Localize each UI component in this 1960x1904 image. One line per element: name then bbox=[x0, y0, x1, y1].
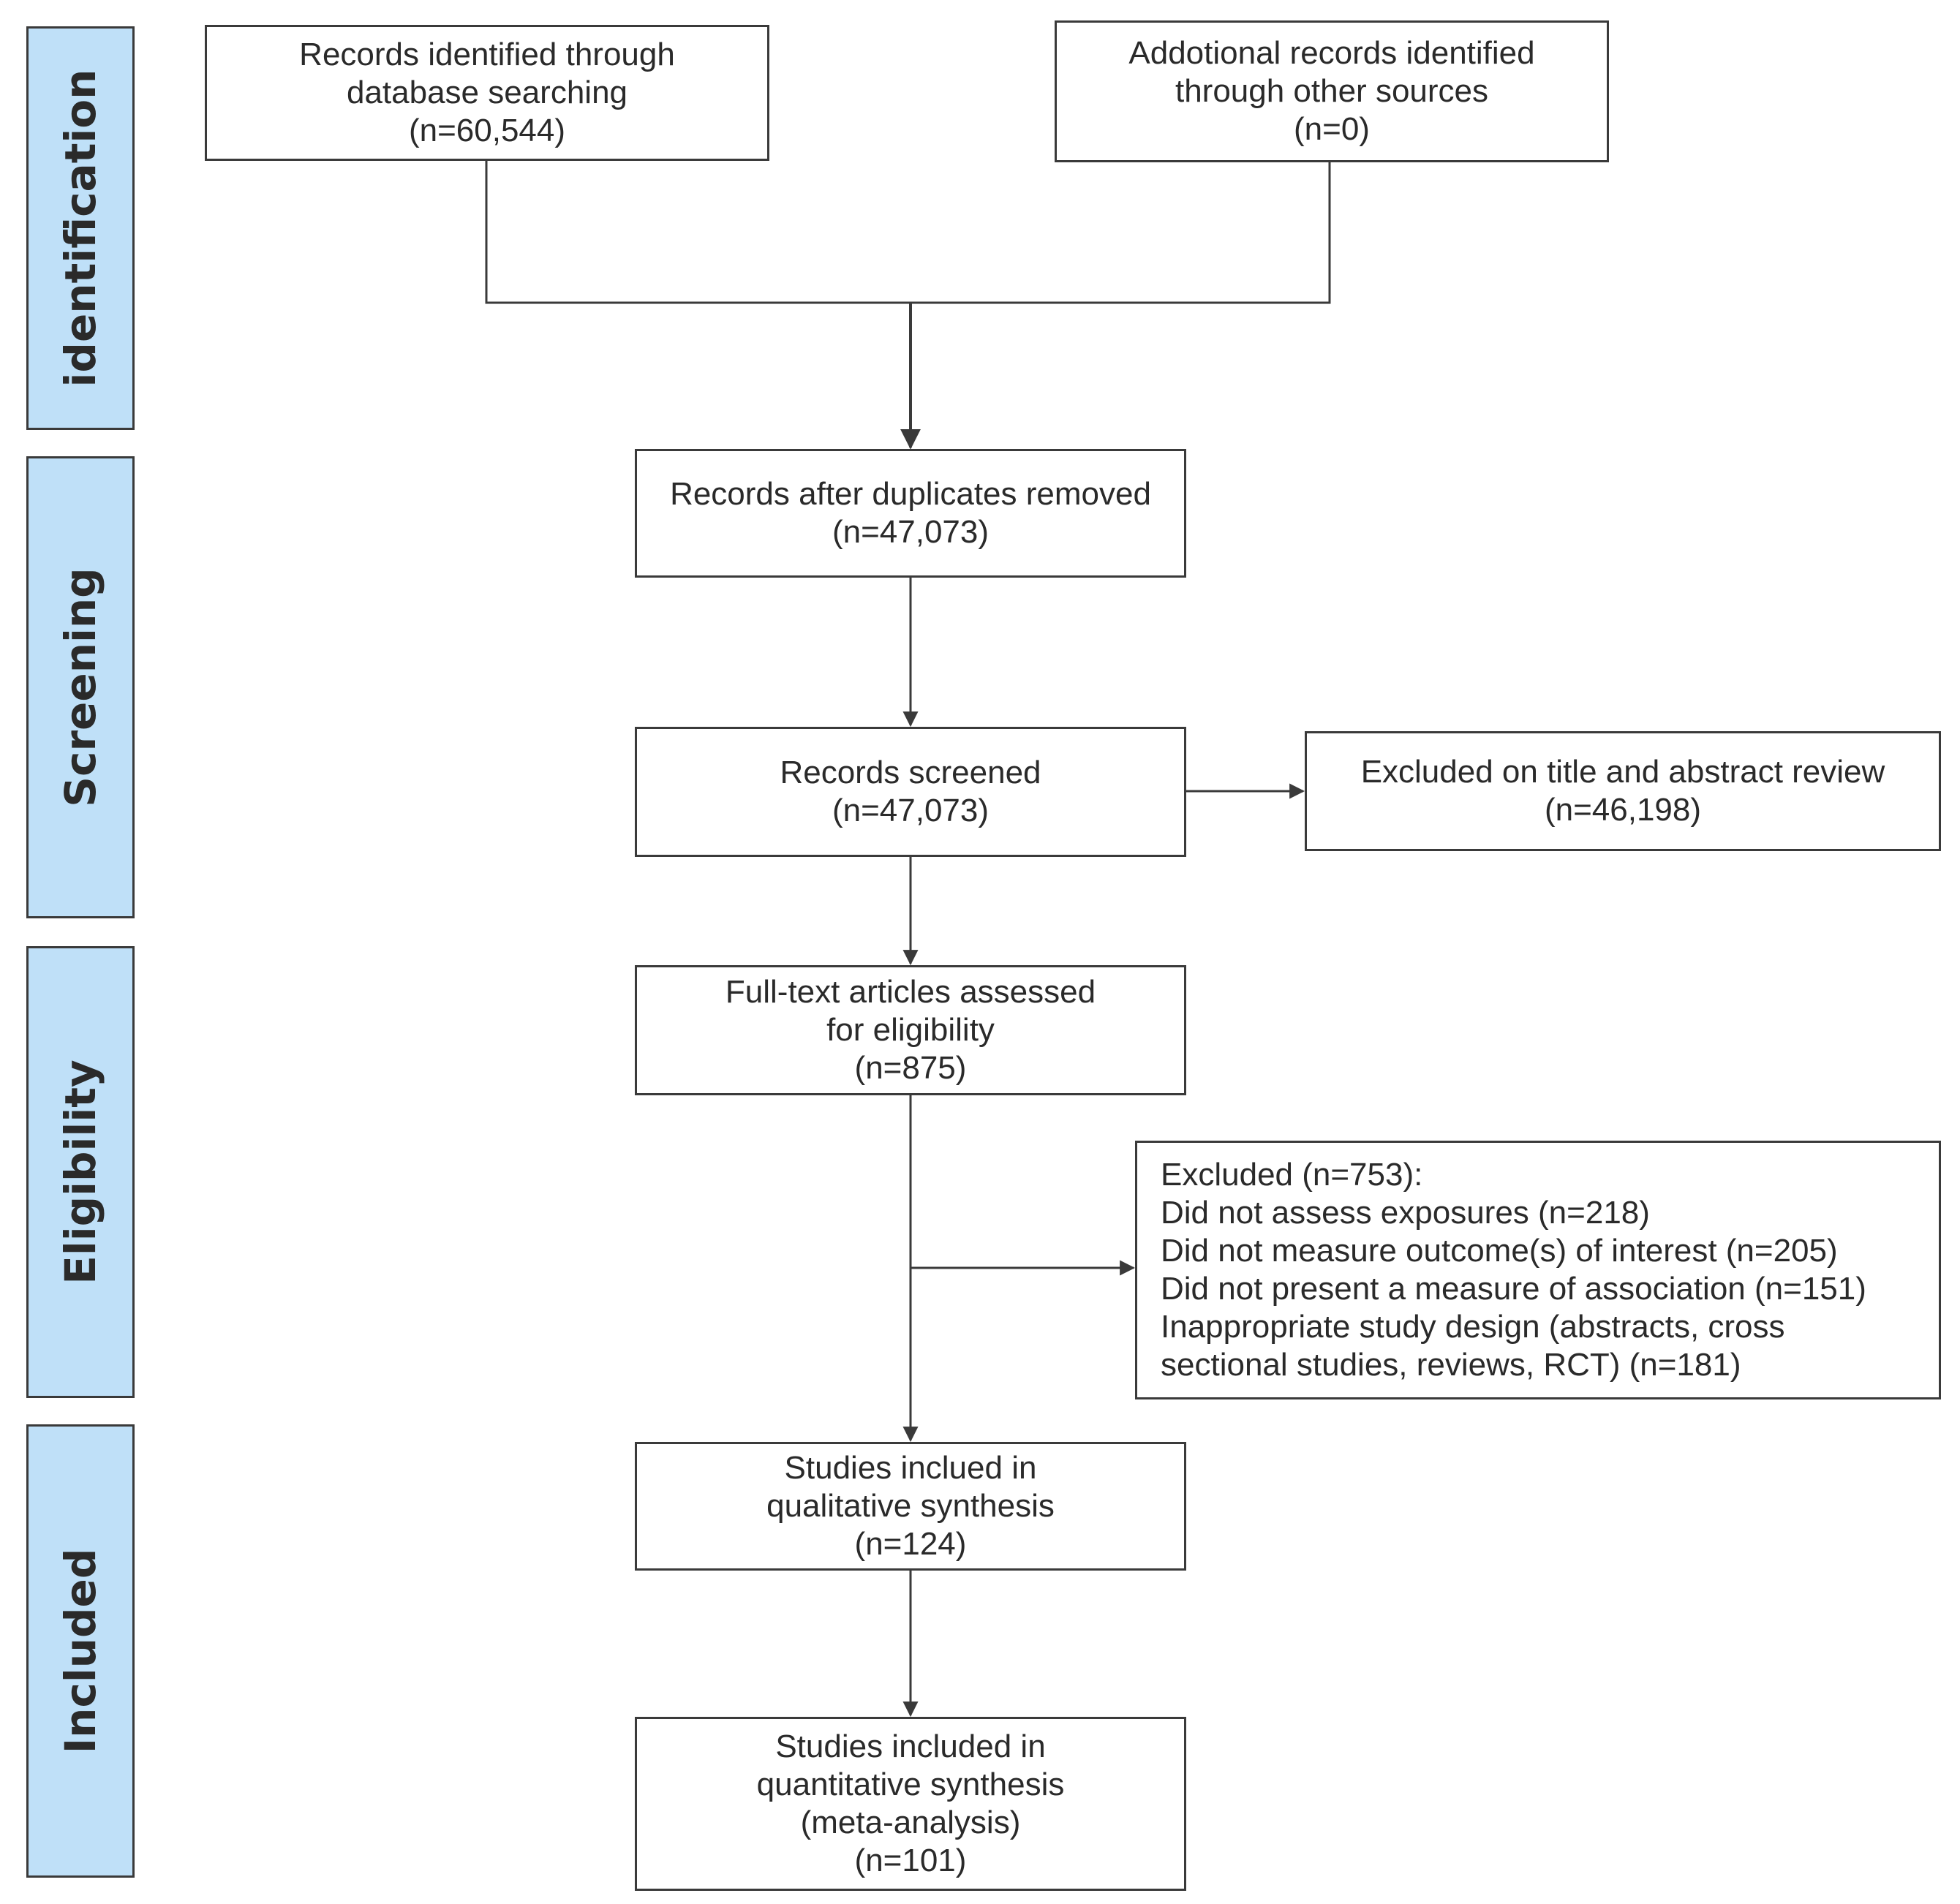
box-line: Studies inclued in bbox=[784, 1450, 1037, 1486]
phase-eligibility: Eligibility bbox=[26, 946, 135, 1398]
box-line: (n=124) bbox=[854, 1526, 967, 1562]
box-line: database searching bbox=[346, 75, 628, 110]
box-line: (n=875) bbox=[854, 1050, 967, 1086]
phase-screening: Screening bbox=[26, 456, 135, 918]
box-line: Excluded (n=753): bbox=[1161, 1157, 1423, 1193]
box-line: (n=101) bbox=[854, 1843, 967, 1878]
box-line: Did not present a measure of association… bbox=[1161, 1271, 1866, 1307]
box-line: Records screened bbox=[780, 755, 1041, 790]
phase-included: Included bbox=[26, 1424, 135, 1878]
box-line: (n=60,544) bbox=[408, 113, 566, 148]
box-line: (n=47,073) bbox=[832, 514, 990, 550]
box-excluded-reasons: Excluded (n=753): Did not assess exposur… bbox=[1135, 1141, 1941, 1399]
box-line: Records identified through bbox=[299, 37, 675, 72]
box-line: Studies included in bbox=[775, 1729, 1046, 1764]
box-other-sources: Addotional records identified through ot… bbox=[1055, 20, 1609, 162]
box-line: Records after duplicates removed bbox=[670, 476, 1151, 512]
box-quantitative-synthesis: Studies included in quantitative synthes… bbox=[635, 1717, 1186, 1891]
box-line: quantitative synthesis bbox=[756, 1767, 1065, 1802]
box-duplicates-removed: Records after duplicates removed (n=47,0… bbox=[635, 449, 1186, 578]
box-line: (meta-analysis) bbox=[800, 1805, 1021, 1840]
box-line: qualitative synthesis bbox=[766, 1488, 1055, 1524]
box-qualitative-synthesis: Studies inclued in qualitative synthesis… bbox=[635, 1442, 1186, 1571]
box-excluded-title-abstract: Excluded on title and abstract review (n… bbox=[1305, 731, 1941, 851]
box-line: Addotional records identified bbox=[1128, 35, 1535, 71]
phase-identification: identification bbox=[26, 26, 135, 430]
box-records-screened: Records screened (n=47,073) bbox=[635, 727, 1186, 857]
box-line: Inappropriate study design (abstracts, c… bbox=[1161, 1309, 1785, 1345]
box-database-records: Records identified through database sear… bbox=[205, 25, 769, 161]
box-line: (n=46,198) bbox=[1544, 792, 1702, 828]
box-line: Did not measure outcome(s) of interest (… bbox=[1161, 1233, 1838, 1269]
box-line: (n=0) bbox=[1294, 111, 1370, 147]
box-line: Full-text articles assessed bbox=[725, 974, 1096, 1010]
merge-connector bbox=[485, 161, 1331, 304]
box-line: Excluded on title and abstract review bbox=[1360, 754, 1885, 790]
box-line: for eligibility bbox=[826, 1012, 995, 1048]
box-line: Did not assess exposures (n=218) bbox=[1161, 1195, 1650, 1231]
box-full-text-assessed: Full-text articles assessed for eligibil… bbox=[635, 965, 1186, 1095]
box-line: sectional studies, reviews, RCT) (n=181) bbox=[1161, 1347, 1741, 1383]
box-line: (n=47,073) bbox=[832, 793, 990, 828]
box-line: through other sources bbox=[1175, 73, 1489, 109]
